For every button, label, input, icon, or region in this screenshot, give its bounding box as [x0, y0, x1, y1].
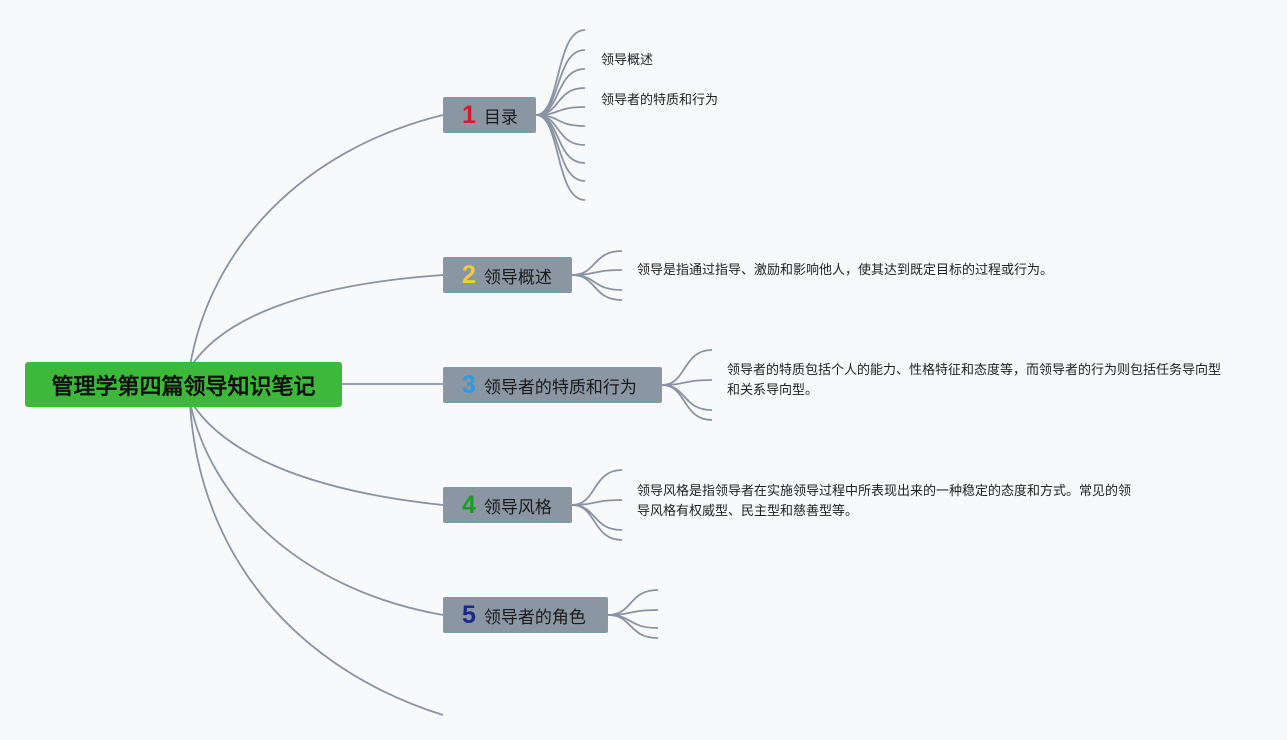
root-connector — [189, 399, 444, 506]
topic-number: 4 — [462, 490, 476, 519]
topic-label: 领导者的特质和行为 — [483, 377, 637, 398]
topic-label: 领导风格 — [483, 497, 552, 518]
roles-branch — [607, 614, 659, 639]
topic-style[interactable]: 4 领导风格 — [443, 487, 572, 523]
traits-branch — [661, 379, 713, 386]
topic-number: 2 — [462, 260, 476, 289]
topic-label: 领导者的角色 — [483, 607, 586, 628]
overview-branch — [571, 269, 623, 276]
root-title: 管理学第四篇领导知识笔记 — [51, 374, 316, 400]
toc-branch — [535, 114, 586, 201]
topic-number: 1 — [462, 100, 476, 129]
toc-branch — [535, 114, 586, 146]
topic-number: 3 — [462, 370, 476, 399]
note-style[interactable]: 领导风格是指领导者在实施领导过程中所表现出来的一种稳定的态度和方式。常见的领导风… — [637, 484, 1132, 519]
toc-item-traits[interactable]: 领导者的特质和行为 — [601, 93, 719, 108]
note-traits[interactable]: 领导者的特质包括个人的能力、性格特征和态度等，而领导者的行为则包括任务导向型和关… — [727, 363, 1222, 398]
traits-branch — [661, 384, 713, 421]
topic-number: 5 — [462, 600, 476, 629]
topic-toc[interactable]: 1 目录 — [443, 97, 536, 133]
topic-roles[interactable]: 5 领导者的角色 — [443, 597, 608, 633]
topic-label: 领导概述 — [483, 267, 552, 288]
root-connector — [189, 403, 444, 716]
root-connector — [189, 114, 444, 367]
roles-branch — [607, 614, 659, 629]
toc-branch — [535, 49, 586, 116]
toc-item-overview[interactable]: 领导概述 — [601, 53, 654, 68]
topic-overview[interactable]: 2 领导概述 — [443, 257, 572, 293]
topic-label: 目录 — [483, 107, 518, 128]
roles-branch — [607, 609, 659, 616]
topic-traits[interactable]: 3 领导者的特质和行为 — [443, 367, 662, 403]
overview-branch — [571, 274, 623, 291]
root-node[interactable]: 管理学第四篇领导知识笔记 — [25, 362, 342, 407]
overview-branch — [571, 274, 623, 301]
root-connector — [189, 274, 444, 369]
note-overview[interactable]: 领导是指通过指导、激励和影响他人，使其达到既定目标的过程或行为。 — [637, 263, 1054, 278]
toc-branch — [535, 29, 586, 116]
style-branch — [571, 504, 623, 541]
root-connector — [189, 401, 444, 616]
style-branch — [571, 499, 623, 506]
